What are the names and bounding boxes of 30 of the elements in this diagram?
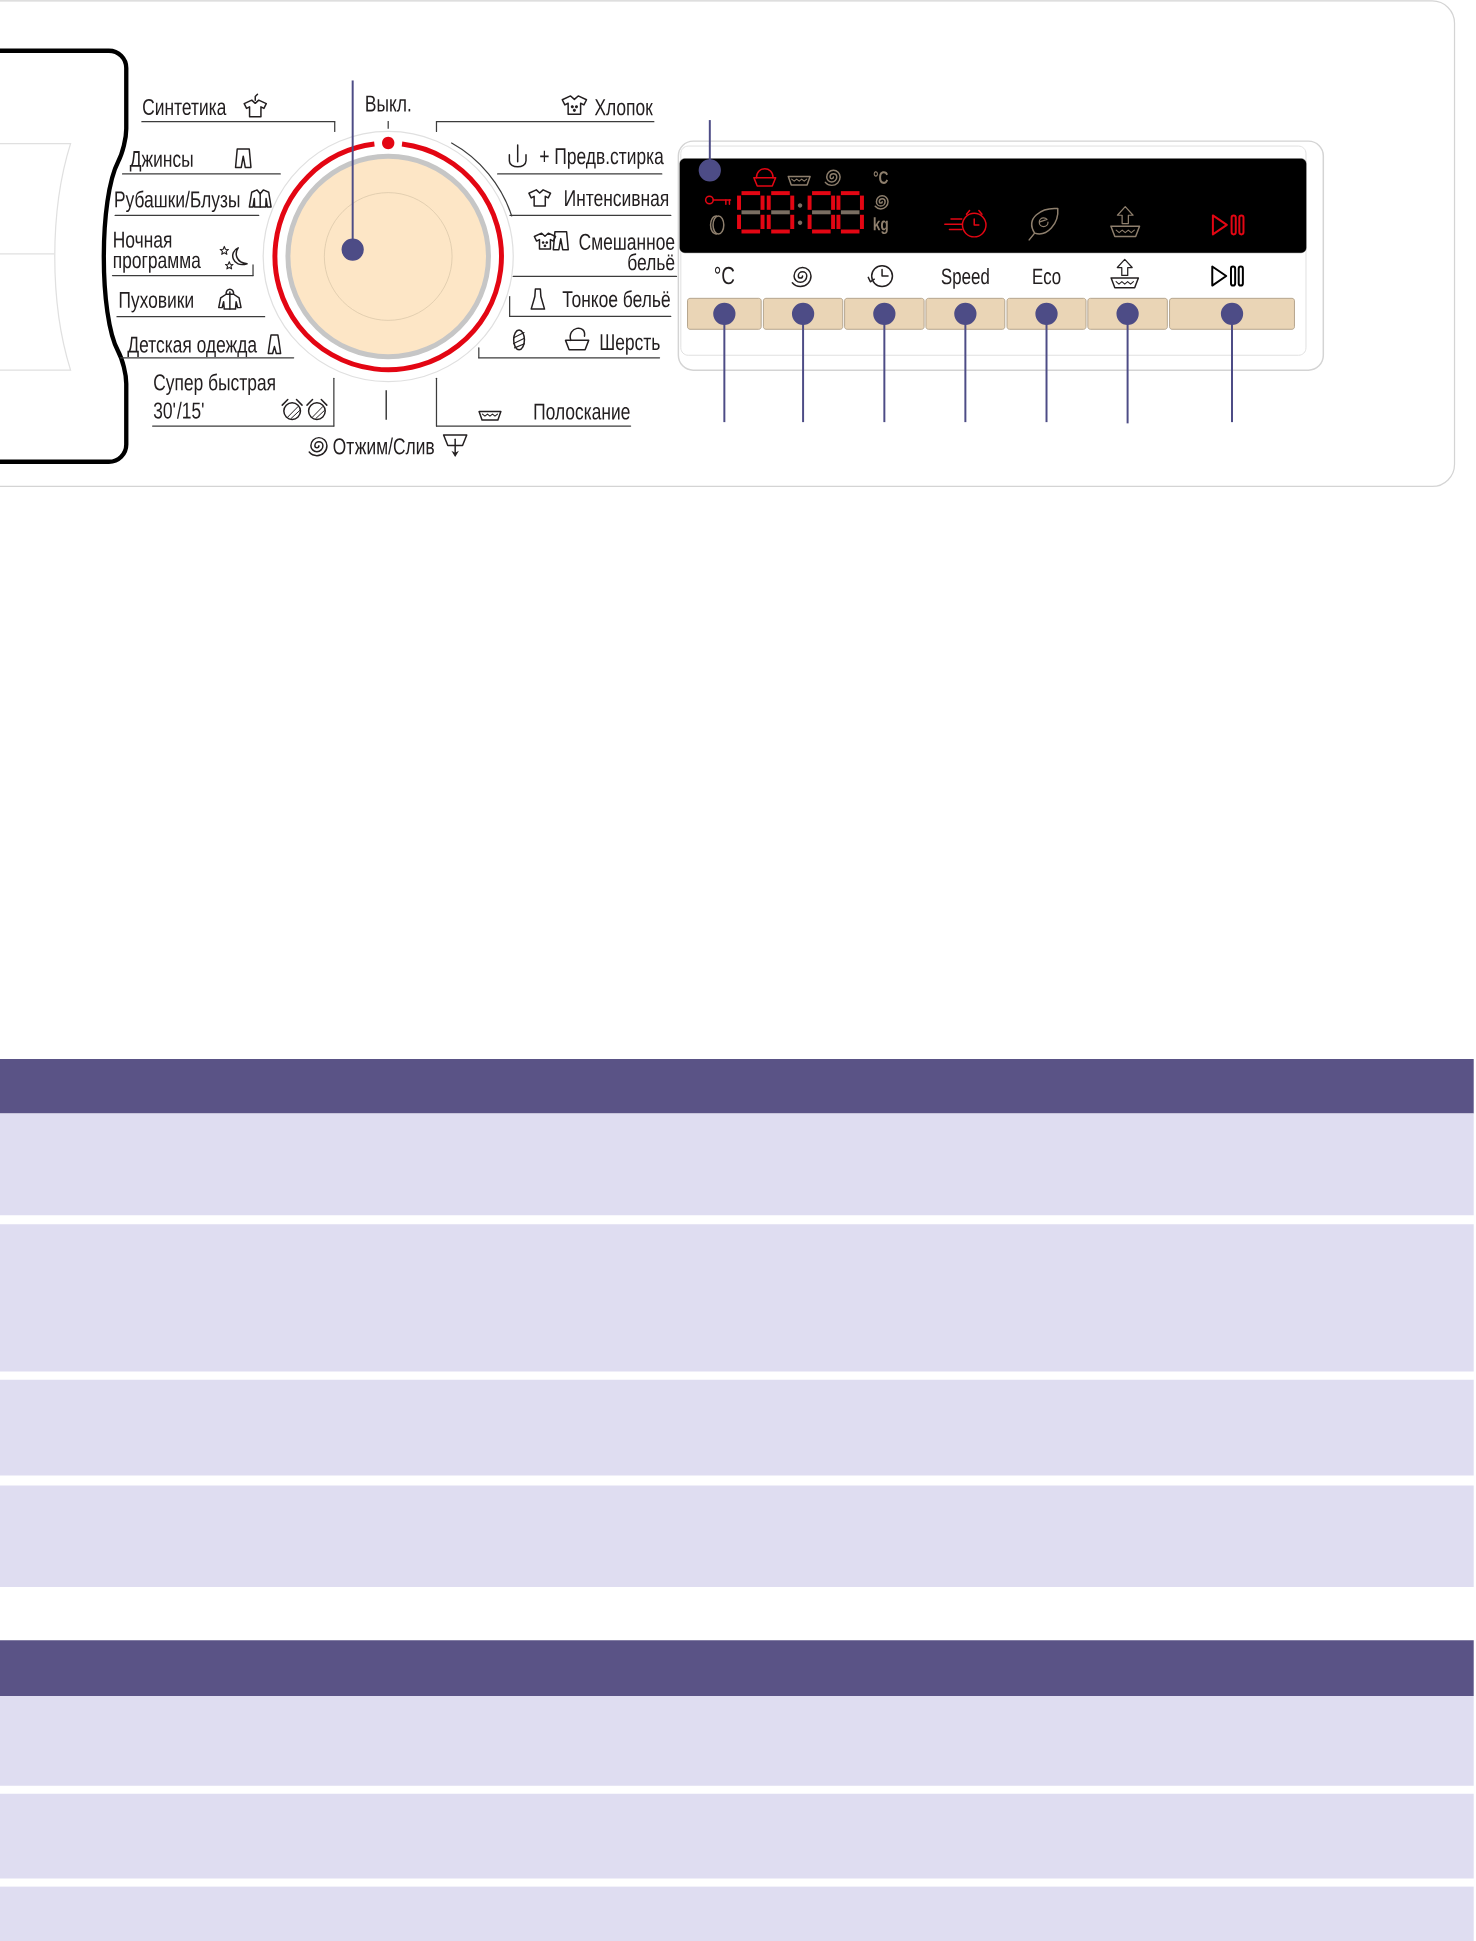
unit-label: kg [874,217,888,235]
leader-line [954,302,977,424]
leader-line [341,79,365,261]
program-label: Джинсы [130,151,193,172]
function-label: °C [715,266,735,285]
program-label: Супер быстрая 30'/15' [154,373,276,419]
program-label: Полоскание [534,403,630,420]
leader-line [1116,302,1139,425]
program-label: Смешанное бельё [579,233,675,271]
program-label: Детская одежда [127,336,258,357]
selector-knob [285,153,492,360]
program-label: Синтетика [143,98,227,116]
program-label: Пуховики [120,292,194,313]
leader-line [792,302,815,424]
leader-line [1035,302,1058,424]
program-label: Хлопок [595,99,654,116]
unit-label: °C [873,171,889,184]
program-label: Тонкое бельё [562,290,671,308]
program-label: Ночная программа [114,231,202,273]
program-label: + Предв.стирка [540,148,664,169]
leader-line [873,302,896,424]
leader-line [1221,302,1244,424]
leader-line [713,302,736,424]
leader-line [698,119,722,182]
program-label: Рубашки/Блузы [115,190,240,213]
program-label: Отжим/Слив [333,437,435,455]
program-label: Шерсть [600,334,660,355]
function-label: Eco [1033,268,1061,285]
function-label: Speed [941,267,989,289]
program-label: Выкл. [366,95,411,112]
